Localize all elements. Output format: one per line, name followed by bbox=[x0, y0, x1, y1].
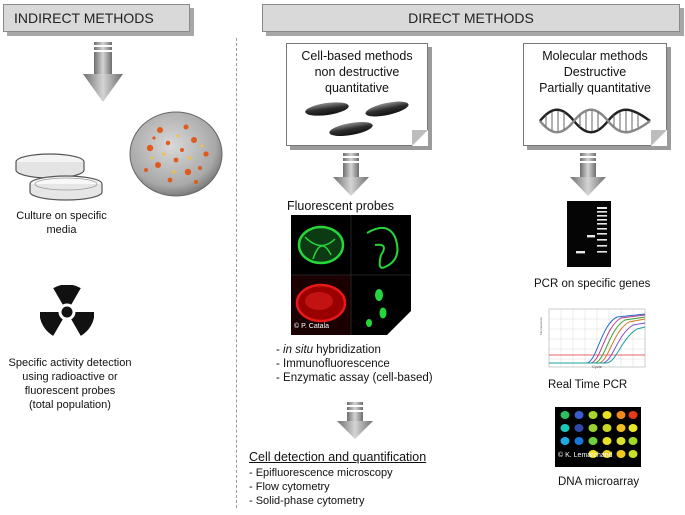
dna-helix-icon bbox=[539, 108, 651, 134]
down-arrow-icon bbox=[337, 402, 373, 439]
detection-item: - Solid-phase cytometry bbox=[249, 495, 365, 507]
page-fold bbox=[651, 130, 667, 146]
fluorescent-probe-images bbox=[291, 215, 411, 335]
molecular-box-line: Molecular methods bbox=[542, 49, 648, 63]
down-arrow-icon bbox=[83, 42, 123, 102]
molecular-box-line: Destructive bbox=[563, 65, 627, 79]
page-fold bbox=[412, 130, 428, 146]
detection-item: - Epifluorescence microscopy bbox=[249, 467, 393, 479]
cells-icon bbox=[305, 101, 409, 137]
indirect-methods-header: INDIRECT METHODS bbox=[3, 4, 190, 32]
method-item-immunofluorescence: - Immunofluorescence bbox=[276, 358, 390, 370]
method-item-rest: hybridization bbox=[313, 344, 381, 356]
direct-methods-title: DIRECT METHODS bbox=[408, 10, 534, 26]
activity-caption-line: using radioactive or bbox=[22, 371, 118, 383]
array-caption: DNA microarray bbox=[558, 476, 640, 488]
qpcr-caption: Real Time PCR bbox=[548, 379, 628, 391]
petri-dish-icon bbox=[15, 153, 103, 201]
direct-methods-header: DIRECT METHODS bbox=[262, 4, 680, 32]
detection-title: Cell detection and quantification bbox=[249, 450, 427, 464]
activity-caption-line: Specific activity detection bbox=[8, 357, 132, 369]
section-divider bbox=[236, 38, 237, 508]
indirect-methods-title: INDIRECT METHODS bbox=[14, 10, 154, 26]
array-credit: © K. Lemarchand bbox=[558, 452, 613, 459]
culture-caption: Culture on specific media bbox=[4, 209, 119, 237]
activity-caption: Specific activity detection using radioa… bbox=[0, 356, 140, 412]
fluorescent-probes-title: Fluorescent probes bbox=[287, 199, 395, 213]
activity-caption-line: (total population) bbox=[29, 399, 111, 411]
radiation-icon bbox=[40, 285, 94, 336]
molecular-box-line: Partially quantitative bbox=[539, 81, 651, 95]
qpcr-x-label: Cycle bbox=[592, 364, 603, 369]
culture-caption-line: media bbox=[46, 224, 77, 236]
cell-based-box-line: non destructive bbox=[314, 65, 400, 79]
probe-credit: © P. Catala bbox=[294, 323, 329, 330]
method-item-italic: in situ bbox=[283, 344, 314, 356]
pcr-caption: PCR on specific genes bbox=[534, 278, 651, 290]
culture-caption-line: Culture on specific bbox=[16, 210, 107, 222]
down-arrow-icon bbox=[333, 153, 369, 196]
pcr-gel-image bbox=[567, 201, 611, 267]
method-item-enzymatic: - Enzymatic assay (cell-based) bbox=[276, 372, 433, 384]
molecular-box: Molecular methods Destructive Partially … bbox=[523, 43, 667, 146]
svg-text:Fluorescence: Fluorescence bbox=[539, 317, 543, 335]
cell-based-box-line: quantitative bbox=[325, 81, 389, 95]
cell-methods-list: - in situ hybridization - Immunofluoresc… bbox=[276, 343, 433, 385]
cell-based-box: Cell-based methods non destructive quant… bbox=[286, 43, 428, 146]
culture-plate-image bbox=[129, 111, 223, 197]
method-item-hybridization: - in situ hybridization bbox=[276, 344, 381, 356]
detection-item: - Flow cytometry bbox=[249, 481, 330, 493]
down-arrow-icon bbox=[570, 153, 606, 196]
qpcr-plot-image: Fluorescence bbox=[539, 305, 651, 377]
detection-list: - Epifluorescence microscopy - Flow cyto… bbox=[249, 466, 393, 508]
activity-caption-line: fluorescent probes bbox=[24, 385, 116, 397]
microarray-image bbox=[555, 407, 641, 467]
cell-based-box-line: Cell-based methods bbox=[301, 49, 413, 63]
